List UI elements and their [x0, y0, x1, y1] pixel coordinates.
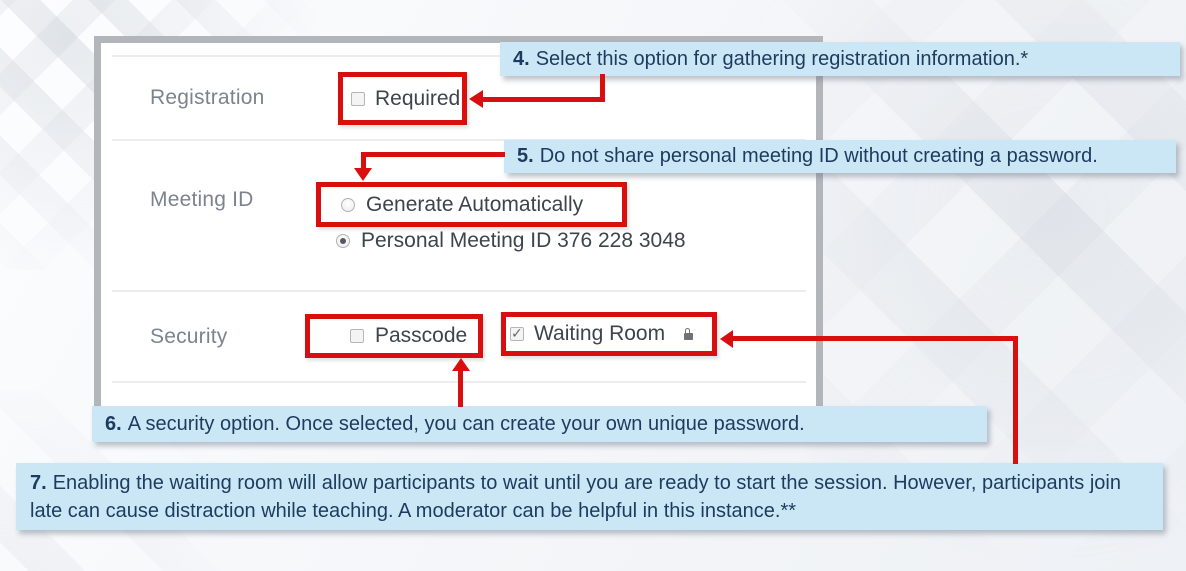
security-row-label: Security	[150, 325, 228, 348]
arrow-4-head	[469, 90, 483, 108]
callout-7: 7. Enabling the waiting room will allow …	[16, 463, 1163, 530]
row-divider	[112, 55, 806, 57]
waiting-room-label: Waiting Room	[534, 322, 666, 345]
annotation-box-required: ✓ Required	[338, 72, 467, 125]
meeting-id-row-label: Meeting ID	[150, 188, 254, 211]
personal-meeting-id-option: Personal Meeting ID 376 228 3048	[336, 229, 686, 253]
row-divider	[112, 139, 806, 141]
required-label: Required	[375, 86, 461, 110]
annotation-box-waiting-room: ✓ Waiting Room	[501, 312, 717, 356]
callout-6: 6. A security option. Once selected, you…	[92, 406, 987, 442]
personal-meeting-id-label: Personal Meeting ID 376 228 3048	[361, 229, 686, 252]
callout-5: 5. Do not share personal meeting ID with…	[504, 140, 1176, 173]
waiting-room-checkbox[interactable]: ✓	[510, 325, 524, 341]
callout-6-number: 6.	[105, 412, 122, 435]
arrow-4-line	[600, 74, 605, 100]
arrow-7-line	[1013, 340, 1018, 464]
callout-7-text: Enabling the waiting room will allow par…	[30, 472, 1121, 522]
callout-7-number: 7.	[30, 472, 47, 494]
arrow-4-line	[483, 97, 605, 102]
arrow-6-head	[452, 358, 470, 371]
callout-5-number: 5.	[517, 145, 534, 167]
arrow-5-head	[354, 168, 372, 181]
callout-5-text: Do not share personal meeting ID without…	[539, 145, 1098, 167]
arrow-5-line	[361, 152, 366, 170]
row-divider	[112, 290, 806, 292]
annotation-box-passcode: ✓ Passcode	[305, 314, 483, 358]
meeting-settings-panel	[94, 36, 823, 410]
passcode-label: Passcode	[375, 324, 468, 347]
generate-automatically-label: Generate Automatically	[366, 192, 584, 216]
required-checkbox[interactable]: ✓	[351, 91, 365, 106]
arrow-7-head	[720, 330, 733, 348]
callout-4: 4. Select this option for gathering regi…	[500, 42, 1180, 76]
registration-row-label: Registration	[150, 86, 265, 109]
checkmark-icon: ✓	[511, 325, 523, 341]
arrow-7-line	[733, 336, 1018, 341]
arrow-5-line	[366, 152, 505, 157]
personal-meeting-id-radio[interactable]	[336, 234, 350, 248]
arrow-6-line	[458, 370, 463, 407]
callout-4-text: Select this option for gathering registr…	[535, 47, 1029, 70]
generate-automatically-radio[interactable]	[341, 197, 355, 212]
annotation-box-generate-automatically: Generate Automatically	[316, 182, 627, 227]
lock-icon	[684, 328, 694, 340]
callout-4-number: 4.	[513, 47, 530, 70]
callout-6-text: A security option. Once selected, you ca…	[127, 412, 805, 435]
passcode-checkbox[interactable]: ✓	[350, 329, 364, 343]
